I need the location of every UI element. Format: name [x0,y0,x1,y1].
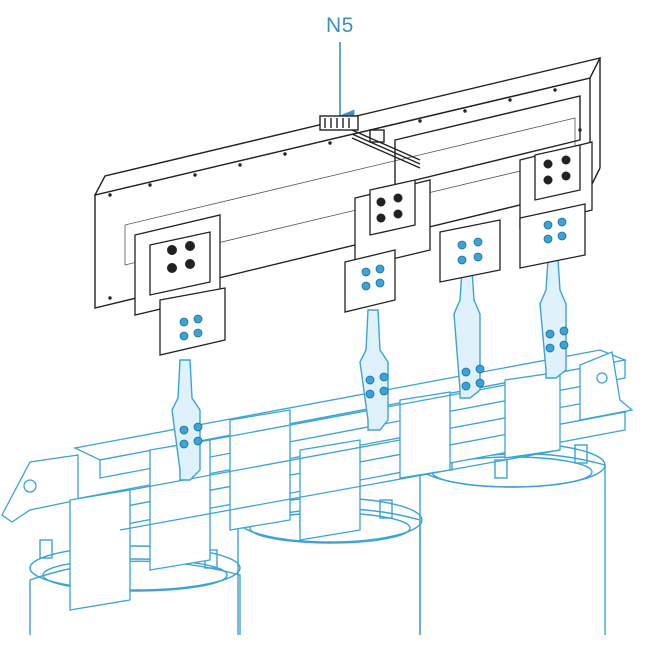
terminal-pad-3 [439,219,501,391]
bolt-pattern-icon [543,155,571,185]
mounting-hole-icon [23,479,37,493]
bolt-pattern-icon [167,241,195,273]
neutral-terminal-n5 [319,115,359,131]
terminal-pad-2 [344,179,431,399]
bolt-pattern-icon [376,193,403,223]
terminal-pad-4 [519,141,593,353]
callout-label-n5: N5 [326,14,354,37]
core-frame [1,349,634,611]
busbar-phase-2 [359,309,389,431]
busbar-phase-1 [171,359,201,481]
left-bracket [1,454,79,523]
terminal-pads [134,141,593,449]
terminal-pad-1 [134,214,226,449]
busbar-phase-3 [453,269,481,399]
right-bracket [579,351,634,421]
coil-left [29,560,241,635]
phase-busbars [171,147,567,481]
